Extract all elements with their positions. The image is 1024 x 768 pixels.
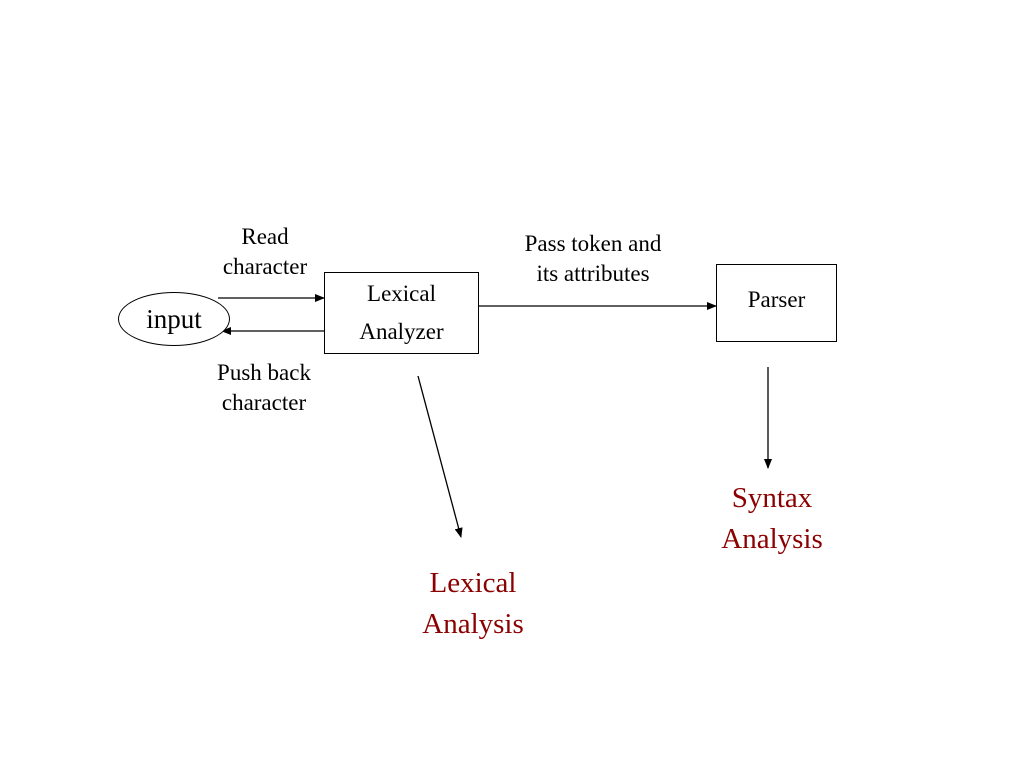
lexical-analyzer-label-line1: Lexical [367,281,436,307]
pass-token-label-line2: its attributes [536,260,650,286]
lexical-analyzer-box: Lexical Analyzer [324,272,479,354]
input-node-label: input [146,303,202,334]
syntax-analysis-line1: Syntax [731,482,813,514]
lexical-analysis-phase-label: Lexical Analysis [398,563,548,644]
read-character-label-line1: Read [241,224,289,249]
parser-box: Parser [716,264,837,342]
push-back-label-line2: character [221,389,307,415]
read-character-label-line2: character [222,253,308,279]
lexical-analysis-arrow [417,375,463,538]
pass-token-label: Pass token and its attributes [492,229,694,289]
lexical-analysis-line1: Lexical [429,567,517,599]
push-back-label-line1: Push back [217,360,311,385]
parser-label: Parser [747,287,806,312]
push-back-character-label: Push back character [194,358,334,418]
syntax-analysis-line2: Analysis [721,522,823,555]
lexical-analyzer-label-line2: Analyzer [359,319,444,344]
read-character-label: Read character [198,222,332,282]
lexical-analysis-line2: Analysis [422,607,524,640]
pass-token-label-line1: Pass token and [524,231,662,256]
syntax-analysis-phase-label: Syntax Analysis [696,478,848,559]
input-node: input [118,292,230,346]
